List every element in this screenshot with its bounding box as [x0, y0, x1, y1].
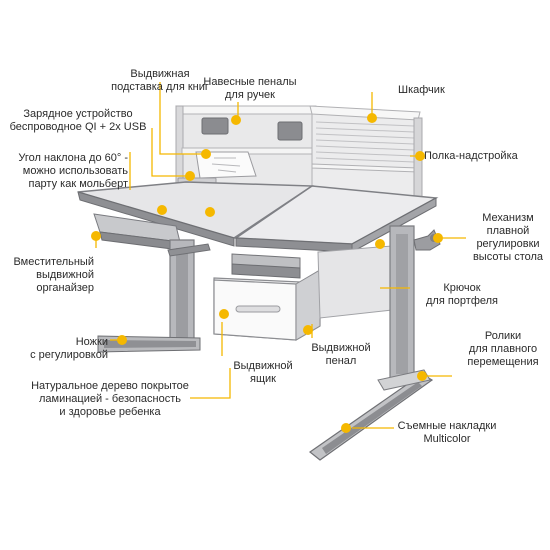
pen-drawer-front — [231, 263, 301, 279]
tabletop-left-edge — [77, 191, 235, 247]
left-leg-column-dark — [176, 248, 188, 340]
big-drawer-inside — [295, 269, 321, 341]
right-leg-foot-cover — [322, 382, 422, 454]
cabinet-roller-shutter — [315, 121, 415, 163]
left-leg-foot-cover — [104, 340, 196, 348]
big-drawer-handle — [235, 305, 281, 313]
label-cabinet: Шкафчик — [398, 84, 445, 96]
right-leg-column-dark — [396, 234, 408, 374]
pencil-case-left — [201, 117, 229, 135]
under-right-panel — [317, 245, 393, 319]
shelf-top-board — [175, 105, 319, 115]
left-leg-crossbar — [167, 243, 211, 257]
label-shelf: Полка-надстройка — [424, 150, 518, 162]
pencil-case-right — [277, 121, 303, 141]
callout-lines — [95, 82, 466, 429]
right-leg-foot-top — [377, 369, 431, 391]
callout-dots — [91, 113, 443, 433]
book-stand-sketch — [211, 157, 241, 173]
